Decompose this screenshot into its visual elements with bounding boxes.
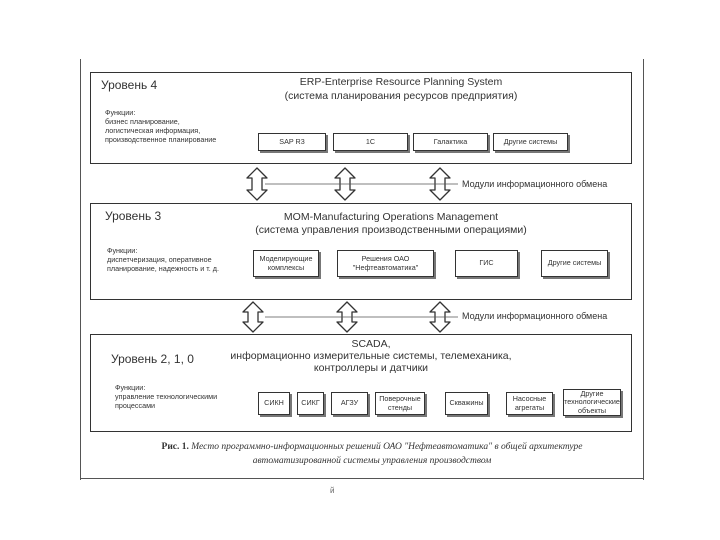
- level-2-box-agzu: АГЗУ: [331, 392, 368, 415]
- level-2-system-subtitle-2: контроллеры и датчики: [313, 362, 429, 374]
- level-3-functions: Функции: диспетчеризация, оперативное пл…: [107, 246, 219, 273]
- figure-caption: Рис. 1. Место программно-информационных …: [112, 441, 632, 453]
- level-3-title: Уровень 3: [105, 209, 162, 223]
- level-4-box-label: SAP R3: [279, 136, 305, 146]
- level-2-system-subtitle: информационно измерительные системы, тел…: [230, 350, 512, 362]
- level-4-box-label: Галактика: [433, 136, 468, 146]
- exchange-modules-label-upper: Модули информационного обмена: [462, 179, 608, 189]
- level-2-box-label: Насосные агрегаты: [512, 394, 547, 412]
- level-2-functions: Функции: управление технологическими про…: [115, 383, 218, 410]
- level-3-box-other: Другие системы: [541, 250, 608, 277]
- figure-caption-line-2: автоматизированной системы управления пр…: [252, 456, 492, 466]
- exchange-modules-label-lower: Модули информационного обмена: [462, 311, 608, 321]
- level-3-box-models: Моделирующие комплексы: [253, 250, 319, 277]
- level-4-system-subtitle: (система планирования ресурсов предприят…: [284, 90, 518, 102]
- level-4-box-galaktika: Галактика: [413, 133, 488, 151]
- level-2-1-0-panel: SCADA, информационно измерительные систе…: [90, 334, 632, 432]
- level-3-system-subtitle: (система управления производственными оп…: [255, 224, 527, 236]
- level-4-box-other: Другие системы: [493, 133, 568, 151]
- level-3-box-label: Другие системы: [547, 258, 602, 268]
- level-3-panel: Уровень 3 MOM-Manufacturing Operations M…: [90, 203, 632, 300]
- level-2-box-label: СИКГ: [301, 398, 320, 408]
- level-4-title: Уровень 4: [101, 78, 158, 92]
- level-2-box-label: Другие технологические объекты: [564, 388, 620, 415]
- level-4-box-sap: SAP R3: [258, 133, 326, 151]
- double-arrow-icon: [242, 301, 264, 333]
- level-4-panel: Уровень 4 ERP-Enterprise Resource Planni…: [90, 72, 632, 164]
- level-3-box-label: ГИС: [479, 258, 494, 268]
- level-4-box-1c: 1С: [333, 133, 408, 151]
- level-4-system-name: ERP-Enterprise Resource Planning System: [299, 76, 503, 88]
- level-3-box-label: Моделирующие комплексы: [259, 254, 313, 272]
- level-2-box-pumps: Насосные агрегаты: [506, 392, 553, 415]
- level-2-1-0-title: Уровень 2, 1, 0: [111, 352, 194, 366]
- page-frame-bottom-line: [80, 478, 643, 479]
- level-4-box-label: Другие системы: [503, 136, 558, 146]
- level-4-box-label: 1С: [365, 136, 376, 146]
- level-3-box-neftea: Решения ОАО "Нефтеавтоматика": [337, 250, 434, 277]
- level-2-system-name: SCADA,: [351, 338, 391, 350]
- level-2-box-label: Поверочные стенды: [379, 394, 421, 412]
- level-2-box-sikg: СИКГ: [297, 392, 324, 415]
- level-3-system-name: MOM-Manufacturing Operations Management: [283, 211, 499, 223]
- level-2-box-wells: Скважины: [445, 392, 488, 415]
- level-3-box-label: Решения ОАО "Нефтеавтоматика": [352, 254, 419, 272]
- level-4-functions: Функции: бизнес планирование, логистичес…: [105, 108, 217, 144]
- double-arrow-icon: [246, 167, 268, 201]
- level-3-box-gis: ГИС: [455, 250, 518, 277]
- level-2-box-other-objects: Другие технологические объекты: [563, 389, 621, 416]
- level-2-box-label: Скважины: [449, 398, 484, 408]
- level-2-box-test-stands: Поверочные стенды: [375, 392, 425, 415]
- page-footnote-mark: й: [330, 486, 335, 495]
- level-2-box-label: АГЗУ: [340, 398, 359, 408]
- figure-caption-prefix: Рис. 1.: [161, 442, 189, 452]
- figure-caption-line-1: Место программно-информационных решений …: [191, 442, 583, 452]
- level-2-box-sikn: СИКН: [258, 392, 290, 415]
- page-frame: [80, 59, 644, 480]
- level-2-box-label: СИКН: [264, 398, 284, 408]
